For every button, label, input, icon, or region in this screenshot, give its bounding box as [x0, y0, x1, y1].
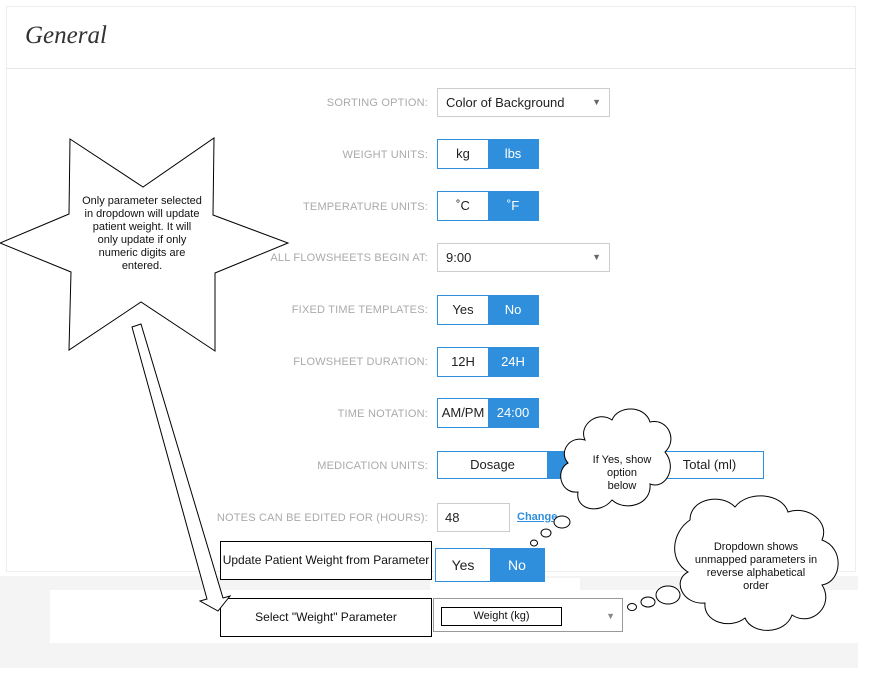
fixed-time-templates-label: FIXED TIME TEMPLATES:	[291, 304, 428, 316]
update-weight-toggle: Yes No	[435, 548, 545, 582]
update-weight-label-box: Update Patient Weight from Parameter	[220, 541, 432, 580]
flowsheets-begin-label: ALL FLOWSHEETS BEGIN AT:	[270, 252, 428, 264]
weight-units-kg[interactable]: kg	[456, 146, 470, 161]
flowsheet-duration-toggle: 12H 24H	[437, 347, 539, 377]
flowsheet-duration-12h[interactable]: 12H	[451, 354, 475, 369]
notes-edit-hours-input[interactable]: 48	[437, 503, 510, 532]
sorting-option-label: SORTING OPTION:	[326, 97, 428, 109]
time-notation-ampm[interactable]: AM/PM	[441, 405, 485, 420]
time-notation-toggle: AM/PM 24:00	[437, 398, 539, 428]
flowsheet-duration-24h[interactable]: 24H	[488, 348, 538, 376]
change-link[interactable]: Change	[517, 511, 558, 523]
fixed-time-templates-no[interactable]: No	[488, 296, 538, 324]
fixed-time-templates-toggle: Yes No	[437, 295, 539, 325]
sorting-option-value: Color of Background	[446, 95, 565, 110]
general-settings-panel	[6, 6, 856, 572]
chevron-down-icon: ▼	[592, 97, 601, 107]
medication-units-label: MEDICATION UNITS:	[317, 460, 428, 472]
weight-units-toggle: kg lbs	[437, 139, 539, 169]
flowsheets-begin-select[interactable]: 9:00 ▼	[437, 243, 610, 272]
cloud-dropdown-annotation-text: Dropdown shows unmapped parameters in re…	[694, 541, 818, 592]
weight-parameter-select[interactable]: Weight (kg) ▼	[433, 598, 623, 632]
header-divider	[6, 68, 856, 69]
cloud-yes-annotation-text: If Yes, show option below	[592, 454, 652, 492]
fixed-time-templates-yes[interactable]: Yes	[452, 302, 474, 317]
temperature-units-label: TEMPERATURE UNITS:	[302, 201, 428, 213]
update-weight-yes[interactable]: Yes	[451, 557, 475, 573]
update-weight-no[interactable]: No	[490, 549, 544, 581]
page-title: General	[25, 22, 107, 49]
weight-units-label: WEIGHT UNITS:	[342, 149, 428, 161]
temperature-units-c[interactable]: ˚C	[456, 198, 470, 213]
chevron-down-icon: ▼	[592, 252, 601, 262]
temperature-units-toggle: ˚C ˚F	[437, 191, 539, 221]
footer-content-top	[430, 578, 580, 596]
star-annotation-text: Only parameter selected in dropdown will…	[82, 195, 202, 272]
select-weight-label-box: Select "Weight" Parameter	[220, 598, 432, 637]
weight-parameter-value: Weight (kg)	[441, 607, 562, 626]
flowsheets-begin-value: 9:00	[446, 250, 472, 265]
time-notation-label: TIME NOTATION:	[337, 408, 428, 420]
chevron-down-icon: ▼	[606, 611, 615, 621]
time-notation-24[interactable]: 24:00	[488, 399, 538, 427]
medication-units-dosage[interactable]: Dosage	[470, 457, 515, 472]
flowsheet-duration-label: FLOWSHEET DURATION:	[293, 356, 428, 368]
notes-edit-hours-label: NOTES CAN BE EDITED FOR (HOURS):	[216, 512, 428, 524]
weight-units-lbs[interactable]: lbs	[488, 140, 538, 168]
medication-units-total[interactable]: Total (ml)	[682, 457, 737, 472]
sorting-option-select[interactable]: Color of Background ▼	[437, 88, 610, 117]
temperature-units-f[interactable]: ˚F	[488, 192, 538, 220]
